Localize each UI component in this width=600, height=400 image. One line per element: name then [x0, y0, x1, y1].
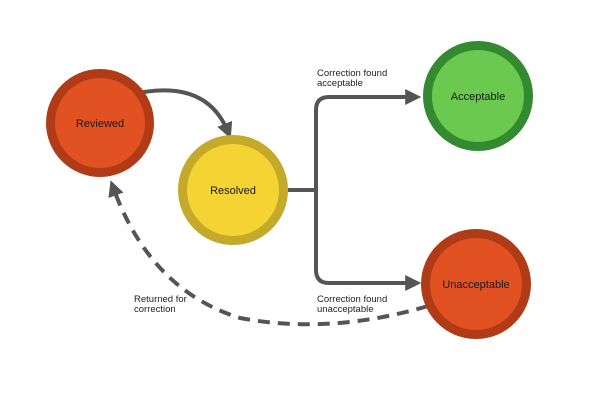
node-acceptable: Acceptable [423, 41, 533, 151]
edge-label-acceptable: Correction found acceptable [317, 68, 387, 89]
edge-label-acceptable-line2: acceptable [317, 78, 363, 89]
edge-label-returned: Returned for correction [134, 294, 187, 315]
edge-unacceptable-to-reviewed-dashed [108, 180, 429, 327]
edge-branch-to-acceptable [314, 89, 422, 190]
node-acceptable-label: Acceptable [451, 91, 505, 103]
edge-branch-to-unacceptable [314, 190, 422, 291]
edge-label-returned-line2: correction [134, 304, 176, 315]
edge-reviewed-to-resolved [142, 88, 233, 139]
edge-label-unacceptable: Correction found unacceptable [317, 294, 387, 315]
node-unacceptable: Unacceptable [421, 229, 531, 339]
edge-label-unacceptable-line2: unacceptable [317, 304, 374, 315]
node-reviewed: Reviewed [46, 69, 154, 177]
edge-label-acceptable-line1: Correction found [317, 68, 387, 79]
edge-label-unacceptable-line1: Correction found [317, 294, 387, 305]
node-unacceptable-label: Unacceptable [442, 279, 509, 291]
node-reviewed-label: Reviewed [76, 118, 124, 130]
edge-label-returned-line1: Returned for [134, 294, 187, 305]
node-resolved-label: Resolved [210, 185, 256, 197]
node-resolved: Resolved [178, 135, 288, 245]
